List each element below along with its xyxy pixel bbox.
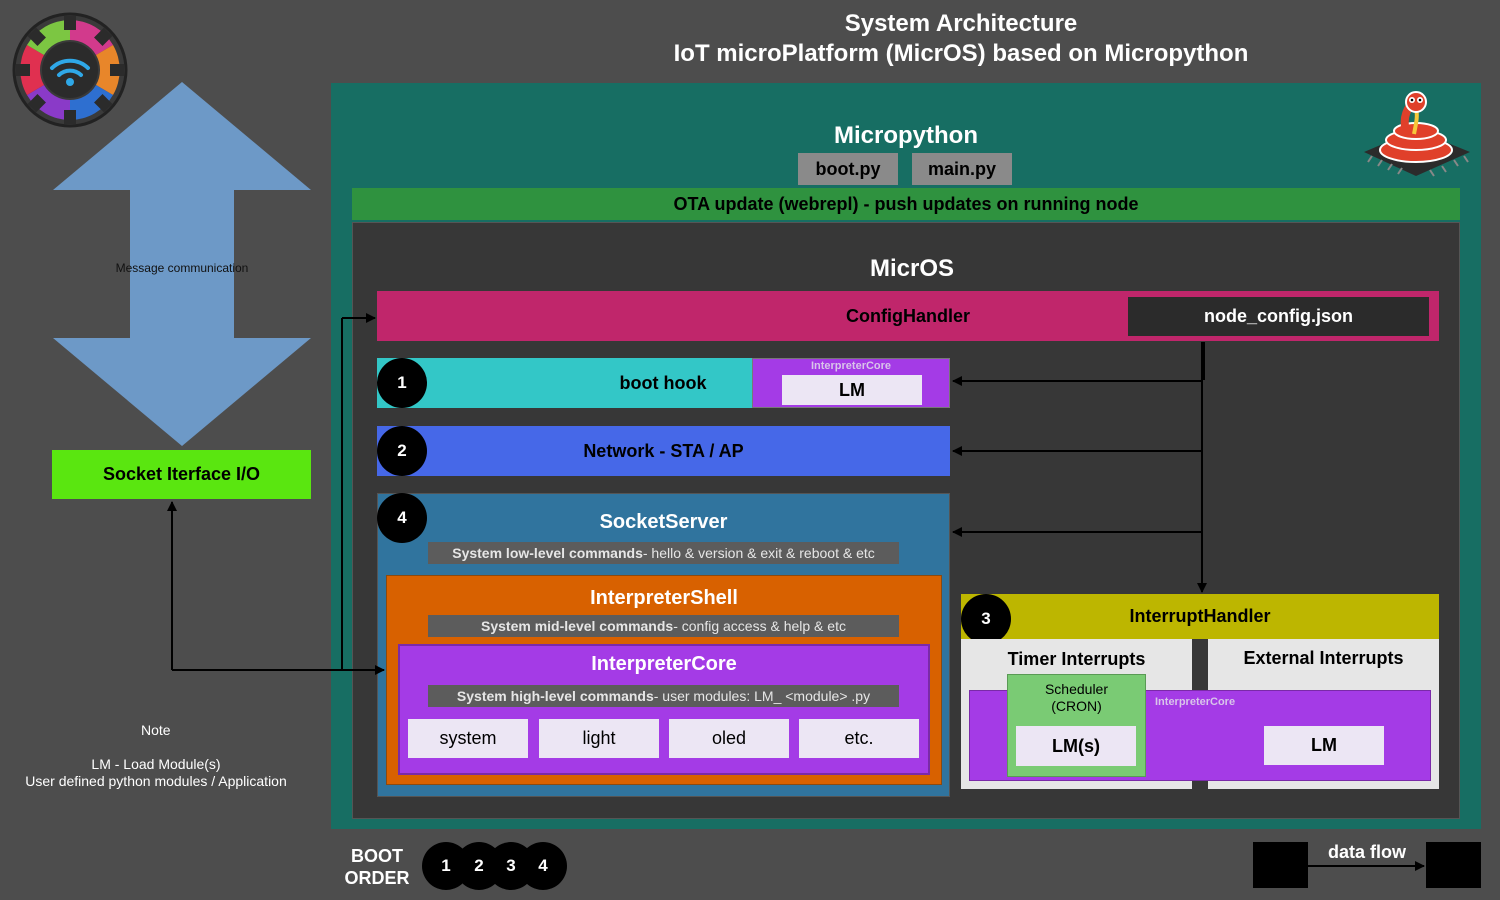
module-system: system	[408, 719, 528, 758]
socket-interface-io: Socket Iterface I/O	[52, 450, 311, 499]
scheduler-lms: LM(s)	[1016, 726, 1136, 766]
message-communication-label: Message communication	[115, 261, 249, 275]
ota-update-bar: OTA update (webrepl) - push updates on r…	[352, 188, 1460, 220]
boot-hook-label: boot hook	[619, 372, 707, 393]
socket-server-cmd-rest: - hello & version & exit & reboot & etc	[642, 545, 875, 561]
boot-hook-core-label: InterpreterCore	[810, 360, 892, 372]
note-line-1: LM - Load Module(s)	[91, 756, 221, 772]
boot-step-3-badge: 3	[961, 594, 1011, 644]
interpreter-core-cmd-rest: - user modules: LM_ <module> .py	[653, 688, 871, 704]
boot-step-1-badge: 1	[377, 358, 427, 408]
interrupt-core-label: InterpreterCore	[1155, 696, 1236, 708]
socket-server-cmd-bold: System low-level commands	[452, 545, 643, 561]
micropython-title: Micropython	[834, 122, 978, 149]
interpreter-shell-cmd-bold: System mid-level commands	[481, 618, 674, 634]
boot-step-4-badge: 4	[377, 493, 427, 543]
network-sta-ap	[377, 426, 950, 476]
config-handler-text: ConfigHandler	[846, 305, 970, 326]
note-line-2: User defined python modules / Applicatio…	[25, 773, 287, 789]
legend-target-box	[1426, 842, 1481, 888]
interpreter-core-commands: System high-level commands - user module…	[428, 685, 899, 707]
interpreter-shell-cmd-rest: - config access & help & etc	[673, 618, 846, 634]
boot-order-line-1: BOOT	[351, 846, 403, 866]
scheduler-line-2: (CRON)	[1051, 698, 1102, 714]
external-lm: LM	[1264, 726, 1384, 765]
boot-py-file: boot.py	[798, 153, 898, 185]
note-title: Note	[141, 722, 171, 738]
main-py-file: main.py	[912, 153, 1012, 185]
interpreter-shell-label: InterpreterShell	[590, 587, 738, 609]
network-label: Network - STA / AP	[583, 440, 744, 461]
boot-hook-lm: LM	[782, 375, 922, 405]
boot-order-line-2: ORDER	[344, 868, 410, 888]
micros-title: MicrOS	[869, 255, 955, 282]
socket-server-commands: System low-level commands - hello & vers…	[428, 542, 899, 564]
microos-gear-wifi-logo	[12, 12, 128, 128]
title-line-2: IoT microPlatform (MicrOS) based on Micr…	[673, 40, 1249, 67]
external-interrupts-label: External Interrupts	[1243, 648, 1404, 668]
message-communication-arrow	[53, 82, 311, 446]
boot-hook	[377, 358, 753, 408]
interpreter-shell-commands: System mid-level commands - config acces…	[428, 615, 899, 637]
boot-step-2-badge: 2	[377, 426, 427, 476]
interpreter-core-label: InterpreterCore	[591, 653, 737, 675]
scheduler-line-1: Scheduler	[1044, 681, 1109, 697]
module-etc: etc.	[799, 719, 919, 758]
micropython-snake-chip-logo	[1364, 91, 1470, 177]
module-oled: oled	[669, 719, 789, 758]
title-line-1: System Architecture	[844, 10, 1078, 37]
interpreter-core-cmd-bold: System high-level commands	[456, 688, 654, 704]
legend-source-box	[1253, 842, 1308, 888]
boot-order-4: 4	[519, 842, 567, 890]
node-config-json: node_config.json	[1128, 297, 1429, 336]
socket-server-label: SocketServer	[599, 511, 728, 533]
legend-data-flow-label: data flow	[1327, 842, 1406, 862]
module-light: light	[539, 719, 659, 758]
interrupt-handler: InterruptHandler	[961, 594, 1439, 639]
timer-interrupts-label: Timer Interrupts	[1007, 649, 1146, 669]
config-handler-label: ConfigHandler	[377, 291, 1439, 341]
